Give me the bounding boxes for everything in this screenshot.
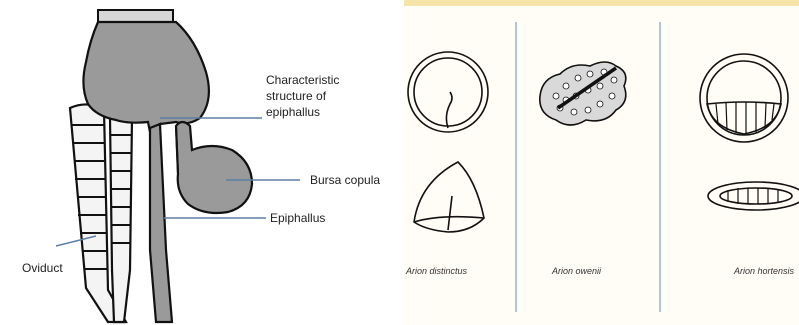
main-organ-body bbox=[83, 22, 208, 132]
second-duct-shape bbox=[110, 115, 132, 322]
epiphallus-shape bbox=[150, 124, 172, 322]
caption-owenii: Arion owenii bbox=[551, 266, 602, 276]
bursa-shape bbox=[176, 122, 252, 213]
panel-top-band bbox=[404, 0, 799, 6]
caption-distinctus: Arion distinctus bbox=[405, 266, 468, 276]
panel-background bbox=[404, 0, 799, 325]
label-epiphallus: Epiphallus bbox=[270, 211, 325, 225]
species-panel: Arion distinctus Arion owenii bbox=[404, 0, 799, 325]
label-characteristic-2: structure of bbox=[266, 89, 327, 103]
label-bursa-copula: Bursa copula bbox=[310, 173, 380, 187]
anatomy-diagram: Characteristic structure of epiphallus B… bbox=[22, 10, 380, 322]
label-characteristic-3: epiphallus bbox=[266, 105, 320, 119]
caption-hortensis: Arion hortensis bbox=[733, 266, 795, 276]
label-oviduct: Oviduct bbox=[22, 261, 63, 275]
label-characteristic-1: Characteristic bbox=[266, 73, 339, 87]
